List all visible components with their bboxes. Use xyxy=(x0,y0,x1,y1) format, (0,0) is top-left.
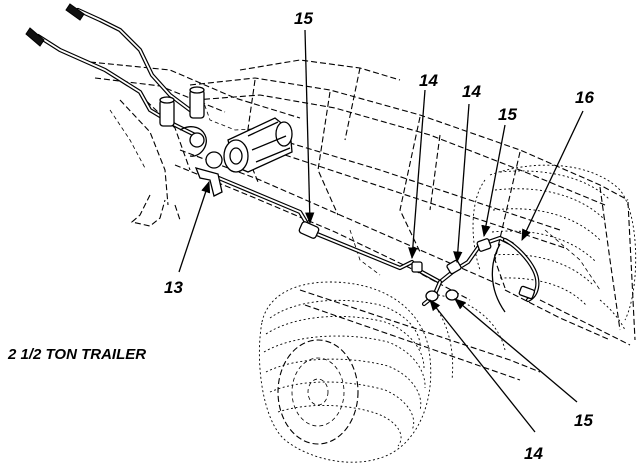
callout-13: 13 xyxy=(164,278,183,297)
callout-15-bottom: 15 xyxy=(574,411,593,430)
callout-14-left: 14 xyxy=(419,71,438,90)
callout-14-middle: 14 xyxy=(462,82,481,101)
rear-wheel-far xyxy=(472,164,637,331)
front-assembly xyxy=(25,3,293,197)
diagram-title: 2 1/2 TON TRAILER xyxy=(7,346,146,363)
callout-14-bottom: 14 xyxy=(524,444,543,463)
leader-lines xyxy=(178,29,584,433)
trailer-frame xyxy=(89,59,636,381)
front-wheel-near xyxy=(258,281,506,463)
callout-16: 16 xyxy=(575,88,594,107)
callout-15-right: 15 xyxy=(498,105,517,124)
fittings xyxy=(298,221,536,302)
callout-labels: 13 15 14 14 15 16 15 14 xyxy=(164,9,594,463)
callout-15-top: 15 xyxy=(294,9,313,28)
